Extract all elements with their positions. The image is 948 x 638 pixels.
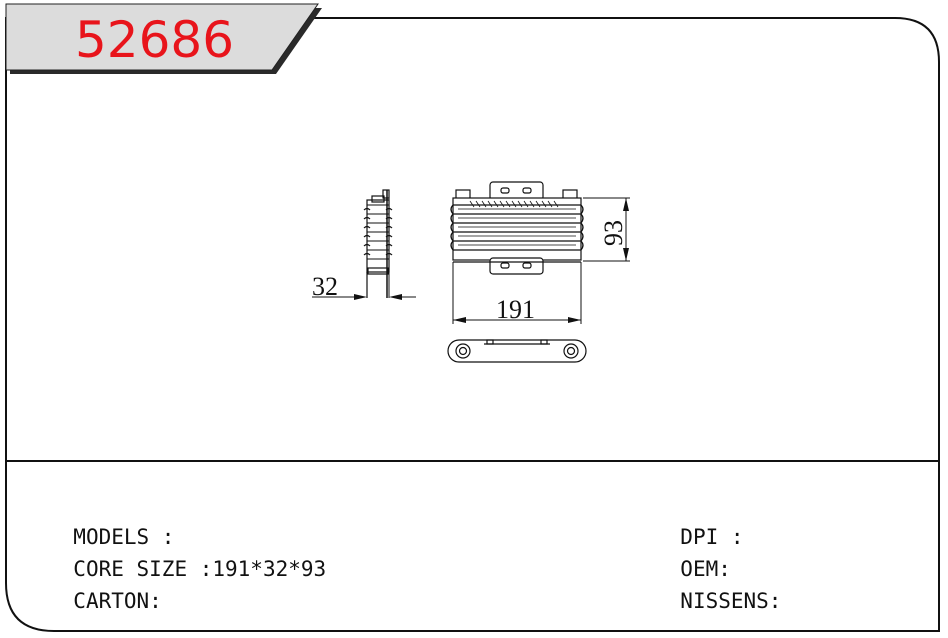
- spec-dpi-label: DPI :: [680, 525, 744, 549]
- top-view: [447, 339, 587, 363]
- spec-models: MODELS :: [48, 489, 174, 553]
- spec-nissens-label: NISSENS:: [680, 589, 782, 613]
- spec-carton-label: CARTON:: [73, 589, 162, 613]
- spec-nissens: NISSENS:: [655, 553, 781, 617]
- spec-core-size-label: CORE SIZE :: [73, 557, 213, 581]
- front-view: [450, 181, 584, 275]
- width-label: 191: [496, 295, 535, 324]
- thickness-label: 32: [312, 272, 338, 301]
- height-dimension: [583, 197, 630, 262]
- spec-core-size: CORE SIZE :191*32*93: [48, 521, 326, 585]
- spec-models-label: MODELS :: [73, 525, 175, 549]
- side-view: [363, 189, 393, 298]
- sheet-frame: [5, 17, 940, 632]
- thickness-dimension: [312, 294, 416, 300]
- spec-carton: CARTON:: [48, 553, 162, 617]
- height-label: 93: [599, 220, 628, 246]
- spec-oem: OEM:: [655, 521, 731, 585]
- spec-core-size-value: 191*32*93: [212, 557, 327, 581]
- header-banner: [5, 3, 319, 71]
- spec-oem-label: OEM:: [680, 557, 731, 581]
- spec-dpi: DPI :: [655, 489, 744, 553]
- width-dimension: [452, 262, 582, 324]
- part-number: 52686: [75, 11, 235, 69]
